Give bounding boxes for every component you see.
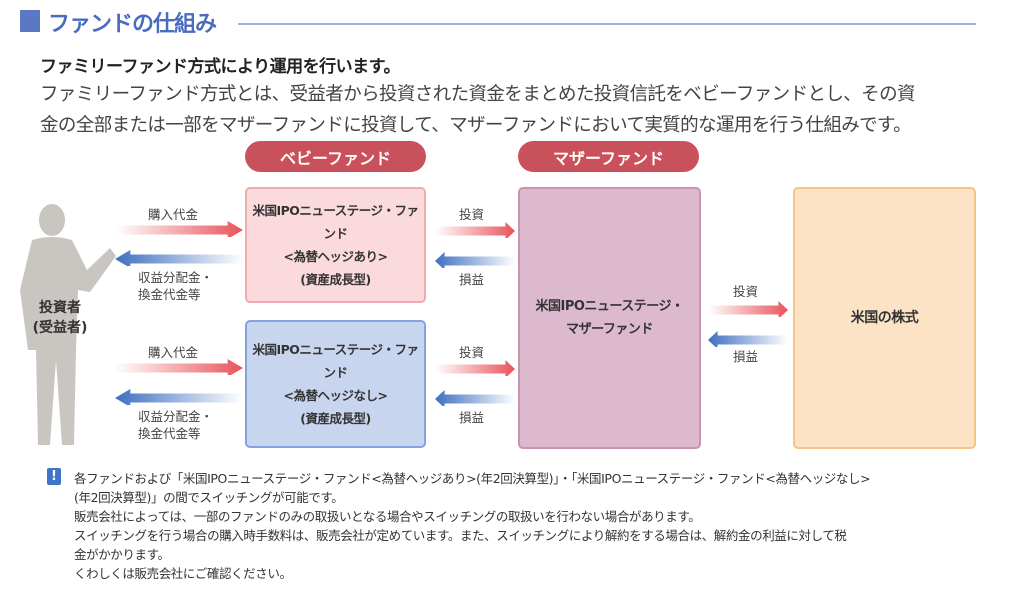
distribution-label: 収益分配金・換金代金等	[138, 269, 213, 303]
profit-loss-label: 損益	[459, 272, 485, 287]
intro-line: ファミリーファンド方式とは、受益者から投資された資金をまとめた投資信託をベビーフ…	[40, 84, 915, 105]
purchase-label: 購入代金	[148, 345, 199, 360]
profit-loss-label: 損益	[459, 410, 485, 425]
arrow-left-icon	[708, 331, 788, 347]
fund-hedge: <為替ヘッジあり>	[283, 249, 388, 264]
page-title: ファンドの仕組み	[48, 12, 217, 37]
note-line: (年2回決算型)」の間でスイッチングが可能です。	[74, 490, 344, 505]
title-rule	[238, 23, 976, 25]
subtitle: ファミリーファンド方式により運用を行います。	[40, 57, 400, 77]
investor-label-line: (受益者)	[32, 320, 88, 336]
note-line: 販売会社によっては、一部のファンドのみの取扱いとなる場合やスイッチングの取扱いを…	[74, 509, 701, 524]
arrow-left-icon	[435, 390, 515, 406]
purchase-label: 購入代金	[148, 207, 199, 222]
fund-type: (資産成長型)	[300, 272, 371, 287]
fund-name: 米国IPOニューステージ・ファンド	[252, 342, 419, 380]
mother-fund-name: マザーファンド	[566, 322, 653, 337]
distribution-line: 換金代金等	[138, 287, 201, 302]
arrow-right-icon	[115, 221, 243, 237]
mother-fund-label: マザーファンド	[518, 141, 699, 172]
fund-hedge: <為替ヘッジなし>	[283, 388, 388, 403]
arrow-left-icon	[115, 389, 243, 405]
invest-label: 投資	[459, 207, 485, 222]
title-marker	[20, 10, 40, 32]
fund-type: (資産成長型)	[300, 411, 371, 426]
fund-unhedged-box: 米国IPOニューステージ・ファンド <為替ヘッジなし> (資産成長型)	[245, 320, 426, 448]
baby-fund-label: ベビーファンド	[245, 141, 426, 172]
arrow-right-icon	[708, 301, 788, 317]
note-line: くわしくは販売会社にご確認ください。	[74, 566, 292, 581]
invest-label: 投資	[733, 284, 759, 299]
mother-fund-name: 米国IPOニューステージ・	[535, 299, 684, 314]
fund-hedged-box: 米国IPOニューステージ・ファンド <為替ヘッジあり> (資産成長型)	[245, 187, 426, 303]
arrow-right-icon	[115, 359, 243, 375]
us-stocks-label: 米国の株式	[850, 309, 919, 326]
arrow-left-icon	[115, 250, 243, 266]
invest-label: 投資	[459, 345, 485, 360]
intro-line: 金の全部または一部をマザーファンドに投資して、マザーファンドにおいて実質的な運用…	[40, 115, 912, 136]
distribution-label: 収益分配金・換金代金等	[138, 408, 213, 442]
mother-fund-box: 米国IPOニューステージ・ マザーファンド	[518, 187, 701, 449]
us-stocks-box: 米国の株式	[793, 187, 976, 449]
note-line: 各ファンドおよび「米国IPOニューステージ・ファンド<為替ヘッジあり>(年2回決…	[74, 471, 871, 486]
note-line: 金がかかります。	[74, 547, 170, 562]
fund-name: 米国IPOニューステージ・ファンド	[252, 203, 419, 241]
arrow-right-icon	[435, 360, 515, 376]
investor-silhouette-icon	[20, 204, 116, 445]
arrow-right-icon	[435, 222, 515, 238]
investor-label-line: 投資者	[39, 300, 81, 316]
distribution-line: 換金代金等	[138, 426, 201, 441]
note-line: スイッチングを行う場合の購入時手数料は、販売会社が定めています。また、スイッチン…	[74, 528, 847, 543]
distribution-line: 収益分配金・	[138, 409, 214, 424]
distribution-line: 収益分配金・	[138, 270, 214, 285]
investor-label: 投資者 (受益者)	[18, 298, 102, 338]
profit-loss-label: 損益	[733, 349, 759, 364]
exclamation-icon: !	[47, 468, 61, 485]
arrow-left-icon	[435, 252, 515, 268]
